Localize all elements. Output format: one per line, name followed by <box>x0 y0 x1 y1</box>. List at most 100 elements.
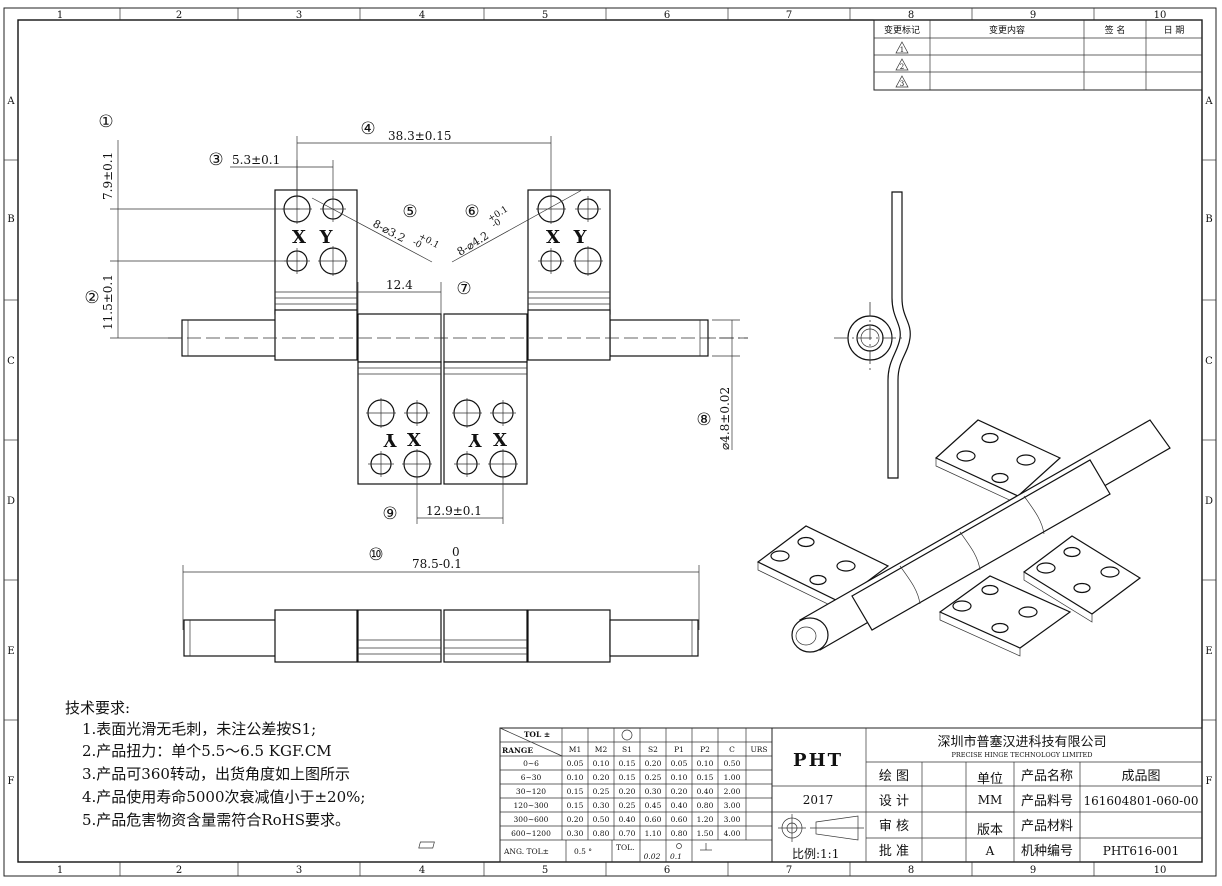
tol-cell-5-6: 4.00 <box>724 829 741 838</box>
col-label-1b: 1 <box>57 865 63 876</box>
value-unit: MM <box>978 793 1003 807</box>
tol-range-4: 300~600 <box>514 815 549 824</box>
tol-cell-4-2: 0.40 <box>619 815 636 824</box>
dim-78-5: 78.5-0.1 <box>412 557 462 571</box>
tol-range-5: 600~1200 <box>511 829 551 838</box>
value-model-no: PHT616-001 <box>1103 844 1179 858</box>
tol-cell-5-1: 0.80 <box>593 829 610 838</box>
col-label-4: 4 <box>419 10 425 21</box>
tol-cell-1-6: 1.00 <box>724 773 741 782</box>
tol-cell-1-2: 0.15 <box>619 773 636 782</box>
tol-corner-bottom: RANGE <box>502 746 533 755</box>
tol-cell-3-3: 0.45 <box>645 801 662 810</box>
callout-8: ⑧ <box>696 410 711 430</box>
tol-cell-5-4: 0.80 <box>671 829 688 838</box>
tol-cell-0-2: 0.15 <box>619 759 636 768</box>
tol-col-s2: S2 <box>648 745 658 754</box>
col-label-5b: 5 <box>542 865 548 876</box>
tol-cell-0-0: 0.05 <box>567 759 584 768</box>
mark-y-right: Y <box>573 227 588 248</box>
value-version: A <box>985 844 995 858</box>
label-draw: 绘 图 <box>879 769 909 784</box>
col-label-7: 7 <box>786 10 792 21</box>
tol-cell-3-5: 0.80 <box>697 801 714 810</box>
label-part-no: 产品料号 <box>1021 794 1073 809</box>
tol-col-p1: P1 <box>674 745 684 754</box>
dim-5-3: 5.3±0.1 <box>232 153 280 167</box>
col-label-5: 5 <box>542 10 548 21</box>
tol-cell-0-1: 0.10 <box>593 759 610 768</box>
tol-range-0: 0~6 <box>523 759 539 768</box>
label-model-no: 机种编号 <box>1021 844 1073 859</box>
mark-x-lower-left: X <box>407 430 421 451</box>
tol-cell-1-3: 0.25 <box>645 773 662 782</box>
col-label-3b: 3 <box>296 865 302 876</box>
dim-78-5-top: 0 <box>452 545 460 559</box>
callout-10: ⑩ <box>368 545 383 565</box>
tol-cell-0-6: 0.50 <box>724 759 741 768</box>
label-approve: 批 准 <box>879 844 909 859</box>
note-3: 3.产品可360转动，出货角度如上图所示 <box>82 765 350 783</box>
note-1: 1.表面光滑无毛刺，未注公差按S1; <box>82 720 316 738</box>
tol-cell-4-3: 0.60 <box>645 815 662 824</box>
tol-cell-4-5: 1.20 <box>697 815 714 824</box>
callout-6: ⑥ <box>464 202 479 222</box>
label-unit: 单位 <box>977 772 1003 787</box>
row-label-a-r: A <box>1204 96 1213 107</box>
tol-cell-5-3: 1.10 <box>645 829 662 838</box>
tol-cell-5-2: 0.70 <box>619 829 636 838</box>
row-label-f-r: F <box>1206 776 1213 787</box>
row-label-c-r: C <box>1205 356 1213 367</box>
tol-range-2: 30~120 <box>516 787 546 796</box>
tol-cell-4-6: 3.00 <box>724 815 741 824</box>
rev-mark-triangles: 1 2 3 <box>895 41 909 88</box>
dim-12-4: 12.4 <box>386 278 413 292</box>
title-block: PHT 深圳市普塞汉进科技有限公司 PRECISE HINGE TECHNOLO… <box>771 727 1203 863</box>
tol-cell-2-0: 0.15 <box>567 787 584 796</box>
col-label-9b: 9 <box>1030 865 1036 876</box>
tol-cell-0-5: 0.10 <box>697 759 714 768</box>
tol-range-3: 120~300 <box>514 801 549 810</box>
col-label-3: 3 <box>296 10 302 21</box>
callout-bubbles: ① ② ③ ④ ⑤ ⑥ ⑦ ⑧ ⑨ ⑩ <box>84 112 711 565</box>
note-2: 2.产品扭力：单个5.5～6.5 KGF.CM <box>82 742 332 760</box>
tol-tol-label: TOL. <box>616 843 635 852</box>
col-label-7b: 7 <box>786 865 792 876</box>
col-label-10b: 10 <box>1154 865 1167 876</box>
tol-cell-3-0: 0.15 <box>567 801 584 810</box>
projection-symbol-icon <box>778 814 864 842</box>
tol-flat-value: 0.02 <box>644 852 661 861</box>
tol-col-p2: P2 <box>700 745 710 754</box>
tol-cell-2-4: 0.20 <box>671 787 688 796</box>
tol-cell-1-1: 0.20 <box>593 773 610 782</box>
mark-x-left: X <box>292 227 306 248</box>
callout-4: ④ <box>360 119 375 139</box>
rev-mark-3: 3 <box>900 80 904 88</box>
tol-col-m2: M2 <box>595 745 608 754</box>
tol-cell-1-5: 0.15 <box>697 773 714 782</box>
tol-ang-value: 0.5 ° <box>574 847 592 856</box>
company-logo: PHT <box>793 750 843 771</box>
row-label-e: E <box>7 646 14 657</box>
dim-38-3: 38.3±0.15 <box>388 129 452 143</box>
dim-12-9: 12.9±0.1 <box>426 504 482 518</box>
front-dimensions: 7.9±0.1 11.5±0.1 5.3±0.1 38.3±0.15 8-⌀3.… <box>101 129 740 524</box>
tol-cell-0-4: 0.05 <box>671 759 688 768</box>
tol-cell-4-1: 0.50 <box>593 815 610 824</box>
callout-9: ⑨ <box>382 504 397 524</box>
company-name-en: PRECISE HINGE TECHNOLOGY LIMITED <box>952 751 1093 759</box>
mark-y-lower-left: Y <box>382 429 397 450</box>
row-label-b-r: B <box>1205 214 1212 225</box>
bottom-view: 0 78.5-0.1 <box>182 545 700 663</box>
rev-header-mark: 变更标记 <box>884 24 920 36</box>
technical-notes: 技术要求: 1.表面光滑无毛刺，未注公差按S1; 2.产品扭力：单个5.5～6.… <box>65 699 365 829</box>
row-label-f: F <box>8 776 15 787</box>
tol-cell-3-1: 0.30 <box>593 801 610 810</box>
note-4: 4.产品使用寿命5000次衰减值小于±20%; <box>82 788 365 806</box>
tol-cell-5-5: 1.50 <box>697 829 714 838</box>
row-label-c: C <box>7 356 15 367</box>
row-label-b: B <box>7 214 14 225</box>
revision-table: 变更标记 变更内容 签 名 日 期 1 2 3 <box>873 19 1203 91</box>
col-label-8: 8 <box>908 10 914 21</box>
